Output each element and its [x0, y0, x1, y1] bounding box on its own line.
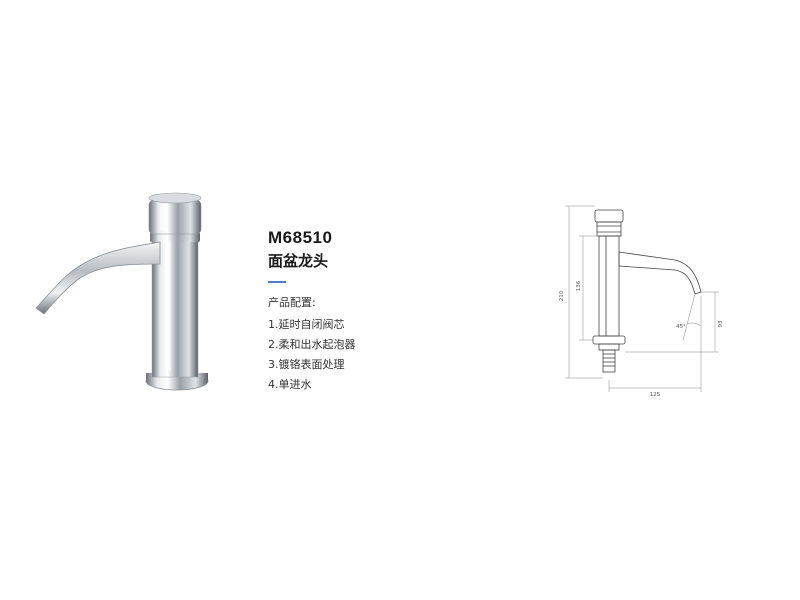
accent-divider: [268, 281, 286, 283]
dim-height-label: 210: [559, 290, 565, 301]
dim-width-label: 125: [650, 392, 661, 398]
feature-item: 1.延时自闭阀芯: [268, 318, 345, 331]
dim-body-label: 136: [576, 280, 582, 291]
feature-list: 1.延时自闭阀芯 2.柔和出水起泡器 3.镀铬表面处理 4.单进水: [268, 315, 468, 395]
dimension-drawing: 210 136 93 125 45°: [559, 205, 724, 398]
model-number: M68510: [268, 228, 333, 247]
dim-angle-label: 45°: [676, 324, 686, 330]
feature-item: 2.柔和出水起泡器: [268, 338, 356, 351]
faucet-photo: [35, 192, 209, 391]
config-heading: 产品配置:: [268, 296, 316, 309]
product-name: 面盆龙头: [268, 252, 329, 270]
dim-spout-label: 93: [718, 320, 724, 327]
feature-item: 3.镀铬表面处理: [268, 358, 345, 371]
product-info: M68510 面盆龙头 产品配置: 1.延时自闭阀芯 2.柔和出水起泡器 3.镀…: [268, 228, 468, 395]
feature-item: 4.单进水: [268, 378, 312, 391]
